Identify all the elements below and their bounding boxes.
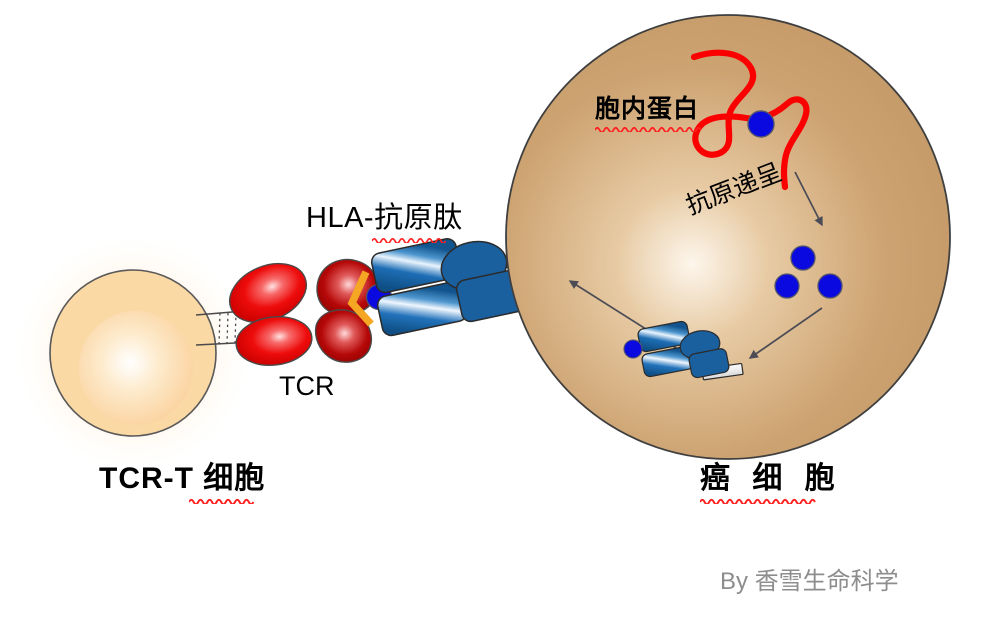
- label-cancer-cell: 癌 细 胞: [700, 462, 842, 504]
- label-tcr-text: TCR: [279, 371, 335, 401]
- tcr-lobe-lower-right: [314, 309, 373, 363]
- antigen-dot-2: [774, 273, 800, 299]
- t-cell-group: [11, 231, 255, 475]
- process-arrows: [568, 171, 823, 361]
- label-tcr-t-cell-text: TCR-T 细胞: [99, 462, 266, 495]
- credit-watermark-text: By 香雪生命科学: [720, 568, 899, 595]
- intracellular-protein-strand: [690, 49, 810, 191]
- cancer-cell-group: [505, 14, 951, 460]
- antigen-dot-3: [817, 273, 843, 299]
- antigen-peptide-dots: [774, 245, 843, 299]
- presentation-down-arrow: [794, 171, 823, 227]
- hla-complex-internal: [623, 320, 744, 381]
- label-tcr-t-cell: TCR-T 细胞: [99, 462, 266, 504]
- tcr-receptor: [228, 258, 379, 366]
- label-intracellular-protein-text: 胞内蛋白: [595, 95, 700, 123]
- cdr-loop: [347, 270, 374, 327]
- label-cancer-cell-text: 癌 细 胞: [700, 462, 842, 495]
- cancer-cell-membrane: [505, 14, 951, 460]
- t-cell-nucleus: [79, 311, 193, 425]
- label-intracellular-protein: 胞内蛋白: [595, 95, 702, 132]
- hla-internal-alpha3: [688, 348, 730, 379]
- hla-internal-peptide-dot: [623, 339, 643, 359]
- protein-epitope-dot: [747, 110, 775, 138]
- vesicle-to-surface-arrow: [568, 280, 696, 361]
- credit-watermark: By 香雪生命科学: [720, 570, 899, 594]
- tcr-lobe-upper-right: [316, 258, 379, 316]
- tcr-lobe-lower-left: [235, 316, 313, 366]
- antigen-dot-1: [790, 245, 816, 271]
- hla-internal-alpha1: [637, 320, 691, 353]
- hla-complex-surface: [370, 238, 561, 337]
- label-hla-peptide-text: HLA-抗原肽: [306, 202, 463, 234]
- label-tcr: TCR: [279, 373, 335, 400]
- label-hla-peptide: HLA-抗原肽: [306, 202, 463, 243]
- antigen-to-vesicle-arrow: [748, 307, 823, 359]
